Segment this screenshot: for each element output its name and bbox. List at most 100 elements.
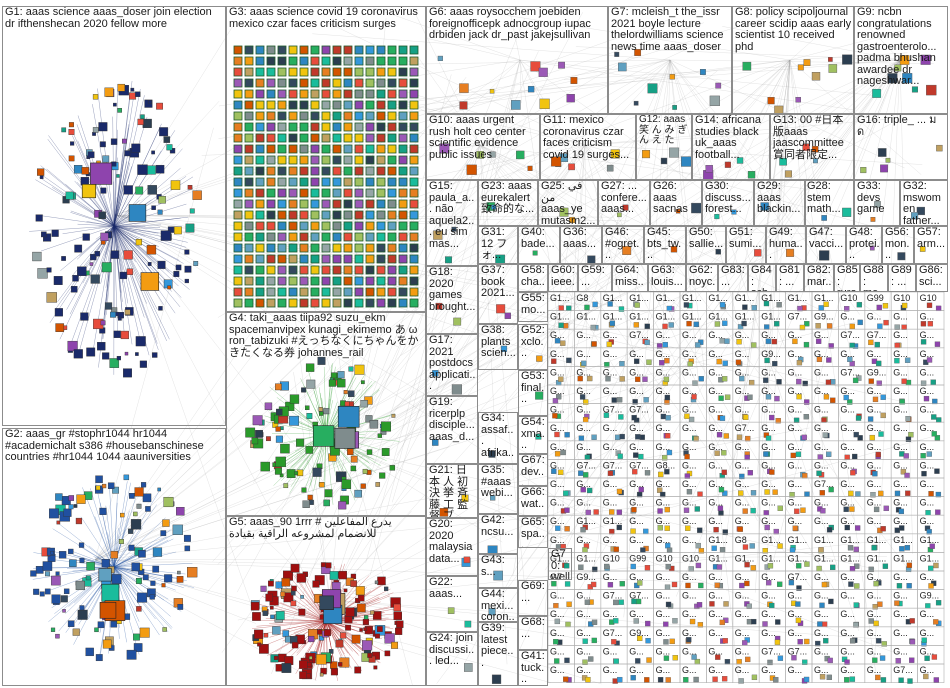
node — [657, 508, 663, 514]
node — [68, 504, 74, 510]
edge — [113, 225, 188, 252]
node — [894, 490, 901, 497]
edge — [113, 566, 186, 575]
node — [387, 67, 397, 77]
node — [321, 177, 331, 187]
micro-group-label: G... — [761, 628, 776, 638]
node — [173, 271, 180, 277]
node — [776, 581, 783, 587]
micro-group-label: G1... — [629, 293, 649, 303]
node — [742, 304, 748, 310]
micro-group-label: G... — [867, 349, 882, 359]
node — [582, 547, 588, 553]
micro-group-label: G7... — [788, 312, 808, 322]
micro-group-label: G... — [788, 591, 803, 601]
node — [310, 166, 320, 176]
micro-group-label: G... — [656, 423, 671, 433]
micro-group-label: G... — [656, 609, 671, 619]
node — [668, 322, 674, 328]
node — [821, 581, 828, 588]
micro-group-label: G... — [735, 349, 750, 359]
node — [277, 78, 287, 88]
node — [564, 657, 570, 664]
group-box-g18: G18: 2020 games brought... — [426, 266, 478, 334]
node — [60, 595, 68, 603]
node — [718, 395, 724, 401]
node — [795, 601, 801, 607]
node — [826, 451, 832, 457]
node — [310, 232, 320, 242]
micro-group-label: G... — [629, 367, 644, 377]
node — [55, 493, 63, 501]
micro-group-label: G7... — [788, 572, 808, 582]
node — [387, 177, 397, 187]
node — [321, 56, 331, 66]
micro-group-label: G9... — [814, 312, 834, 322]
group-box-g8: G8: policy scipoljournal career scidip a… — [732, 6, 854, 114]
node — [777, 655, 784, 661]
node — [398, 67, 408, 77]
group-box-g1: G1: aaas science aaas_doser join electio… — [2, 6, 226, 426]
group-label: G52: xclo... — [521, 324, 548, 360]
group-box-g70: G70: well — [548, 548, 572, 580]
edge — [479, 144, 693, 282]
micro-group-label: G9... — [867, 367, 887, 377]
micro-group-label: G... — [867, 665, 882, 675]
node — [80, 312, 89, 321]
node — [124, 150, 131, 157]
micro-group-label: G... — [761, 460, 776, 470]
edge — [113, 225, 145, 236]
micro-group-label: G... — [629, 572, 644, 582]
group-label: G27: ... confere... aaas... — [601, 180, 650, 216]
group-label: G17: 2021 postdocs applicati... — [429, 334, 477, 393]
node — [151, 205, 156, 210]
group-label: G65: spa... — [521, 516, 548, 548]
micro-group-label: G... — [629, 423, 644, 433]
group-label: G32: mswomen father... — [903, 180, 941, 226]
micro-group-label: G7... — [603, 628, 623, 638]
node — [908, 432, 914, 438]
node — [332, 67, 342, 77]
node — [792, 525, 798, 531]
edge — [519, 59, 880, 97]
edge — [113, 225, 179, 287]
node — [721, 676, 728, 682]
micro-group-label: G... — [576, 498, 591, 508]
micro-group-label: G... — [576, 386, 591, 396]
node — [927, 321, 934, 327]
node — [126, 268, 134, 275]
node — [790, 452, 796, 459]
node — [797, 639, 803, 645]
node — [354, 210, 364, 220]
edge — [113, 225, 136, 245]
node — [387, 144, 397, 154]
node — [110, 311, 116, 318]
micro-group-label: G1... — [840, 535, 860, 545]
node — [135, 91, 141, 97]
node — [266, 177, 276, 187]
edge — [113, 216, 189, 227]
node — [769, 414, 775, 421]
micro-group-label: G1... — [656, 312, 676, 322]
micro-group-label: G... — [814, 349, 829, 359]
edge — [98, 225, 115, 228]
micro-group-label: G... — [603, 535, 618, 545]
micro-group-label: G... — [708, 591, 723, 601]
group-box-g63: G63: louis... — [648, 264, 686, 292]
edge — [114, 25, 234, 216]
edge — [90, 488, 115, 568]
node — [657, 677, 664, 683]
node — [774, 395, 780, 402]
group-box-g37: G37: book 2021... — [478, 264, 518, 324]
group-box-g57: G57: arm... — [914, 226, 948, 264]
node — [854, 525, 861, 531]
node — [50, 550, 54, 555]
node — [398, 111, 408, 121]
node — [619, 376, 625, 382]
node — [365, 100, 375, 110]
node — [332, 221, 342, 231]
node — [321, 122, 331, 132]
node — [288, 166, 298, 176]
node — [689, 618, 696, 625]
node — [554, 658, 560, 664]
